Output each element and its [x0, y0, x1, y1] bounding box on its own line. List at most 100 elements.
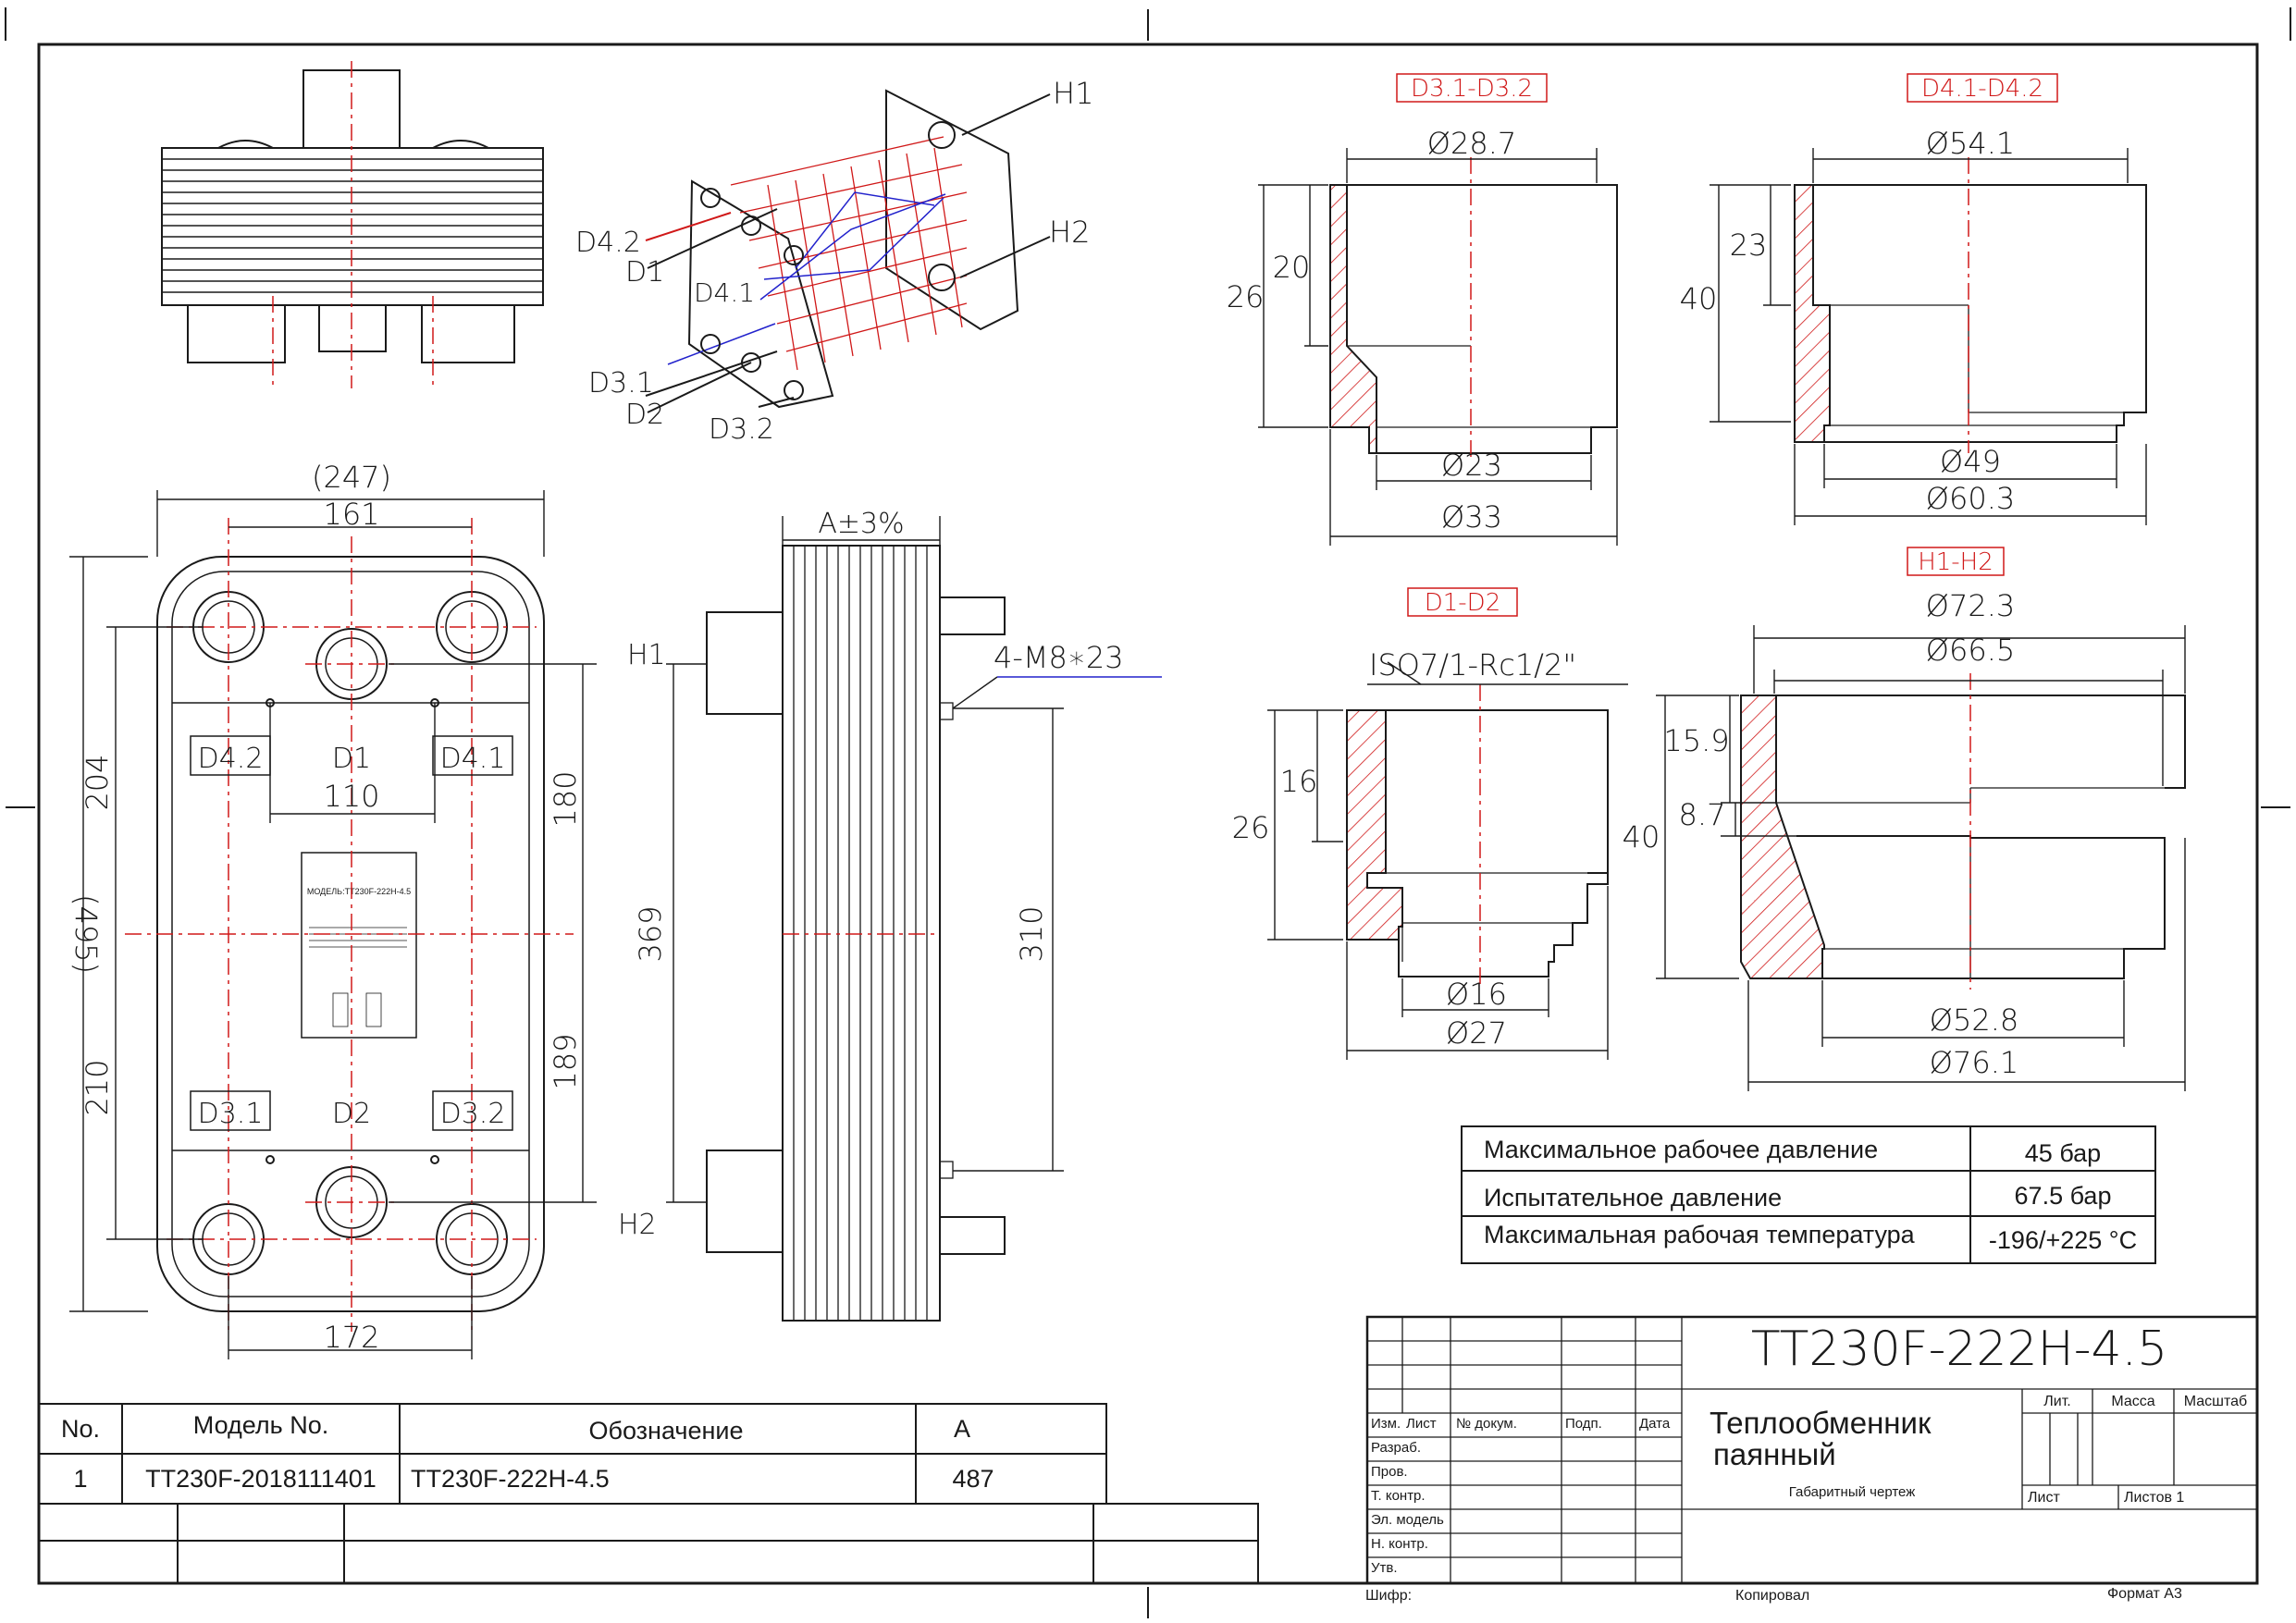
title-col-doc: № докум.: [1456, 1416, 1517, 1432]
spec-value-pressure: 45 бар: [2025, 1139, 2101, 1167]
h1-dia-b: Ø66.5: [1926, 633, 2015, 668]
d3-h-total: 26: [1227, 279, 1265, 314]
detail-h1: H1-H2 Ø72.3 Ø66.5 40 15.9 8.7 Ø52.8: [1623, 547, 2186, 1091]
port-label-d2: D2: [332, 1098, 371, 1130]
side-label-h1: H1: [627, 639, 666, 671]
iso-label-d2: D2: [625, 399, 664, 431]
dim-overall-height: (495): [68, 894, 104, 974]
detail-d1: D1-D2 ISO7/1-Rc1/2" 26 16 Ø16 Ø27: [1232, 587, 1628, 1060]
dim-mid-spacing: 110: [323, 779, 379, 814]
port-label-d41: D4.1: [440, 743, 506, 775]
d4-h-total: 40: [1680, 281, 1718, 316]
side-label-h2: H2: [618, 1209, 657, 1241]
dim-top-spacing: 161: [323, 497, 379, 532]
dim-upper: 204: [80, 754, 115, 810]
d1-h-total: 26: [1232, 810, 1270, 845]
spec-label-temp: Максимальная рабочая температура: [1484, 1221, 1916, 1248]
port-label-d42: D4.2: [198, 743, 264, 775]
iso-label-d42: D4.2: [575, 227, 641, 259]
title-name-line2: паянный: [1713, 1437, 1836, 1471]
spec-table: Максимальное рабочее давление 45 бар Исп…: [1461, 1125, 2156, 1264]
d1-outer-dia: Ø27: [1446, 1015, 1507, 1051]
dim-bottom-spacing: 172: [323, 1320, 379, 1355]
title-lit: Лит.: [2043, 1394, 2070, 1409]
h1-h-b: 8.7: [1679, 797, 1726, 832]
iso-label-h2: H2: [1049, 215, 1090, 250]
nameplate-model: МОДЕЛЬ:TT230F-222H-4.5: [307, 887, 411, 896]
iso-label-h1: H1: [1053, 76, 1093, 111]
d1-inner-dia: Ø16: [1446, 977, 1507, 1012]
bom-row-designation: TT230F-222H-4.5: [411, 1465, 610, 1493]
bom-header-a: A: [954, 1415, 970, 1443]
bom-header-no: No.: [61, 1415, 100, 1443]
title-col-date: Дата: [1639, 1416, 1671, 1432]
bom-row-model: TT230F-2018111401: [145, 1465, 376, 1493]
d4-inner-dia: Ø49: [1940, 444, 2001, 479]
dim-bolt-spacing: 310: [1014, 905, 1049, 962]
dim-overall-width: (247): [312, 460, 391, 495]
bom-header-designation: Обозначение: [589, 1417, 744, 1445]
dim-thickness: A±3%: [818, 508, 904, 540]
spec-value-temp: -196/+225 °C: [1989, 1226, 2137, 1254]
title-doc-type: Габаритный чертеж: [1789, 1484, 1916, 1500]
d1-thread: ISO7/1-Rc1/2": [1369, 647, 1576, 682]
title-row-razrab: Разраб.: [1371, 1440, 1421, 1456]
title-col-list: Лист: [1406, 1416, 1437, 1432]
h1-inner-dia: Ø52.8: [1930, 1002, 2018, 1038]
title-name-line1: Теплообменник: [1710, 1406, 1932, 1440]
d3-h-inner: 20: [1273, 250, 1311, 285]
dim-lower: 210: [80, 1059, 115, 1115]
h1-h-total: 40: [1623, 819, 1660, 855]
title-mass: Масса: [2111, 1394, 2154, 1409]
title-cipher: Шифр:: [1365, 1588, 1412, 1604]
title-row-elmodel: Эл. модель: [1371, 1512, 1444, 1528]
d4-outer-dia: Ø60.3: [1926, 481, 2015, 516]
spec-label-test: Испытательное давление: [1484, 1184, 1782, 1211]
detail-d3-title: D3.1-D3.2: [1411, 75, 1533, 103]
bom-table: No. Модель No. Обозначение A 1 TT230F-20…: [38, 1403, 1259, 1584]
bom-row-a: 487: [952, 1465, 994, 1493]
iso-label-d32: D3.2: [709, 413, 774, 446]
d4-h-inner: 23: [1730, 227, 1768, 263]
detail-d4-title: D4.1-D4.2: [1921, 75, 2043, 103]
iso-label-d41: D4.1: [694, 277, 755, 308]
title-row-tkontr: Т. контр.: [1371, 1488, 1426, 1504]
title-sheets: Листов 1: [2124, 1490, 2184, 1506]
title-sheet: Лист: [2028, 1490, 2060, 1506]
title-row-utv: Утв.: [1371, 1560, 1398, 1576]
d1-h-inner: 16: [1280, 764, 1318, 799]
title-block: TT230F-222H-4.5 Теплообменник паянный Га…: [1365, 1315, 2259, 1604]
h1-h-a: 15.9: [1663, 723, 1729, 758]
title-scale: Масштаб: [2184, 1394, 2247, 1409]
title-col-izm: Изм.: [1371, 1416, 1401, 1432]
d4-top-dia: Ø54.1: [1926, 126, 2015, 161]
side-view: A±3% 4-M8∗23 H1 H2 369 310: [618, 508, 1162, 1322]
port-label-d32: D3.2: [440, 1098, 506, 1130]
port-label-d1: D1: [332, 743, 371, 775]
isometric-view: H1 H2 D4.2 D1 D4.1 D3.1 D2 D3.2: [575, 76, 1093, 446]
bolt-callout: 4-M8∗23: [994, 640, 1124, 675]
d3-inner-dia: Ø23: [1441, 448, 1502, 483]
iso-label-d1: D1: [625, 256, 664, 289]
iso-label-d31: D3.1: [588, 367, 654, 400]
title-row-nkontr: Н. контр.: [1371, 1536, 1428, 1552]
title-copied: Копировал: [1735, 1588, 1809, 1604]
d3-outer-dia: Ø33: [1441, 499, 1502, 535]
detail-d3: D3.1-D3.2 Ø28.7 26 20 Ø23 Ø33: [1227, 73, 1618, 546]
port-label-d31: D3.1: [198, 1098, 264, 1130]
title-col-sign: Подп.: [1565, 1416, 1602, 1432]
bom-header-model: Модель No.: [193, 1411, 328, 1439]
d3-top-dia: Ø28.7: [1427, 126, 1516, 161]
h1-dia-a: Ø72.3: [1926, 588, 2015, 623]
dim-height: 369: [633, 905, 668, 962]
top-view: [161, 61, 544, 388]
spec-value-test: 67.5 бар: [2015, 1182, 2112, 1210]
front-view: МОДЕЛЬ:TT230F-222H-4.5: [68, 460, 597, 1359]
spec-label-pressure: Максимальное рабочее давление: [1484, 1136, 1878, 1163]
bom-row-no: 1: [73, 1465, 87, 1493]
dim-right-upper: 180: [548, 770, 583, 827]
detail-d1-title: D1-D2: [1425, 589, 1501, 617]
title-format: Формат А3: [2107, 1586, 2182, 1602]
h1-outer-dia: Ø76.1: [1930, 1045, 2018, 1080]
title-designation: TT230F-222H-4.5: [1751, 1322, 2167, 1377]
